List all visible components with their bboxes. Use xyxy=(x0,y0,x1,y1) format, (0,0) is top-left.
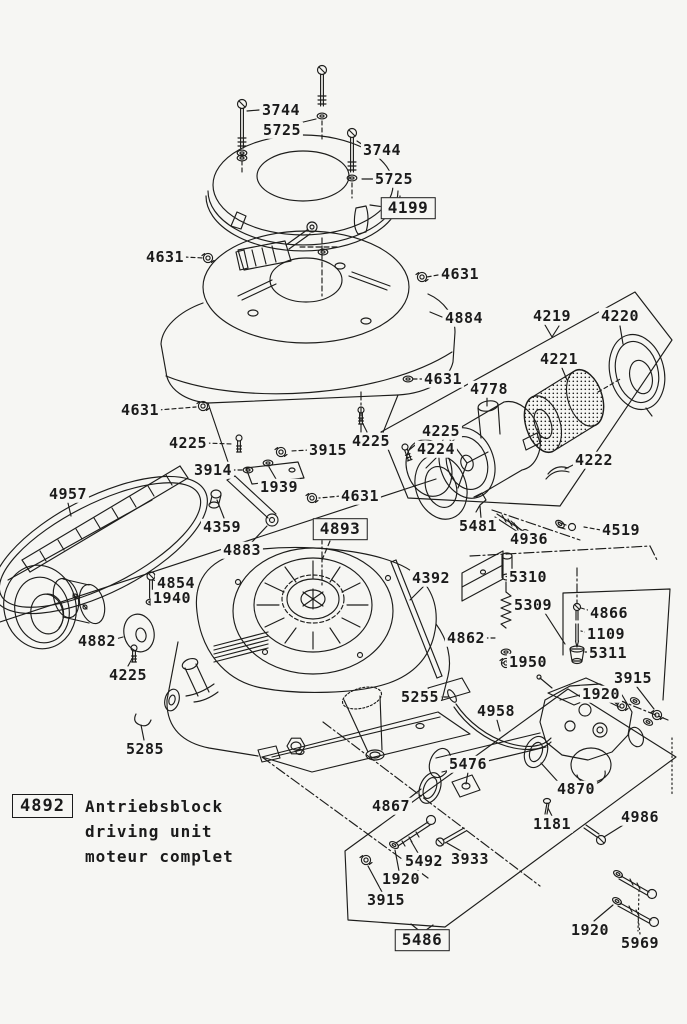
part-label-4222-19: 4222 xyxy=(572,450,616,469)
part-label-5285-46: 5285 xyxy=(123,739,167,758)
legend-line-english: driving unit xyxy=(84,822,213,841)
spark-plug-subgroup xyxy=(562,567,671,701)
part-label-5309-34: 5309 xyxy=(511,595,555,614)
housing-fasteners xyxy=(208,391,365,527)
part-label-4631-23: 4631 xyxy=(338,486,382,505)
part-label-4631-13: 4631 xyxy=(118,400,162,419)
part-label-4199-4: 4199 xyxy=(380,197,436,219)
part-label-4893-26: 4893 xyxy=(312,518,368,540)
part-label-1950-40: 1950 xyxy=(506,652,550,671)
part-label-4631-11: 4631 xyxy=(421,369,465,388)
air-cleaner-assembly xyxy=(380,291,673,563)
part-label-3933-52: 3933 xyxy=(448,849,492,868)
part-label-4884-7: 4884 xyxy=(442,308,486,327)
part-label-1939-21: 1939 xyxy=(257,477,301,496)
part-label-4866-35: 4866 xyxy=(587,603,631,622)
part-label-4867-49: 4867 xyxy=(369,796,413,815)
legend-descriptions: Antriebsblock driving unit moteur comple… xyxy=(85,794,234,869)
part-label-4631-5: 4631 xyxy=(143,247,187,266)
part-label-4936-28: 4936 xyxy=(507,529,551,548)
part-label-1109-36: 1109 xyxy=(584,624,628,643)
part-label-5969-58: 5969 xyxy=(618,933,662,952)
part-label-1920-54: 1920 xyxy=(379,869,423,888)
part-label-1920-56: 1920 xyxy=(568,920,612,939)
part-label-3915-42: 3915 xyxy=(611,668,655,687)
part-label-3915-18: 3915 xyxy=(306,440,350,459)
part-label-4631-6: 4631 xyxy=(438,264,482,283)
part-label-4882-38: 4882 xyxy=(75,631,119,650)
part-label-4225-41: 4225 xyxy=(106,665,150,684)
part-label-4986-50: 4986 xyxy=(618,807,662,826)
ignition-parts-group xyxy=(390,550,513,703)
part-label-5492-53: 5492 xyxy=(402,851,446,870)
part-label-4519-27: 4519 xyxy=(599,520,643,539)
part-label-4224-17: 4224 xyxy=(414,439,458,458)
part-label-4883-29: 4883 xyxy=(220,540,264,559)
part-label-4958-45: 4958 xyxy=(474,701,518,720)
part-label-1940-33: 1940 xyxy=(150,588,194,607)
part-label-1181-51: 1181 xyxy=(530,814,574,833)
part-label-3744-2: 3744 xyxy=(360,140,404,159)
part-label-5725-3: 5725 xyxy=(372,169,416,188)
blower-housing xyxy=(160,230,456,469)
part-label-5476-47: 5476 xyxy=(446,754,490,773)
part-label-1920-43: 1920 xyxy=(579,684,623,703)
part-label-3915-55: 3915 xyxy=(364,890,408,909)
carburetor-assembly xyxy=(261,674,677,934)
engine-block xyxy=(166,533,471,773)
starter-cover-assembly xyxy=(205,64,401,297)
legend-line-german: Antriebsblock xyxy=(84,797,224,816)
leader-lines xyxy=(67,109,655,935)
part-label-4225-15: 4225 xyxy=(349,431,393,450)
part-label-4225-14: 4225 xyxy=(419,421,463,440)
part-label-4778-12: 4778 xyxy=(467,379,511,398)
part-label-4219-8: 4219 xyxy=(530,306,574,325)
part-label-4957-22: 4957 xyxy=(46,484,90,503)
legend-part-number: 4892 xyxy=(12,794,73,818)
part-label-4870-48: 4870 xyxy=(554,779,598,798)
part-label-4220-9: 4220 xyxy=(598,306,642,325)
part-label-5486-57: 5486 xyxy=(394,929,450,951)
part-label-4221-10: 4221 xyxy=(537,349,581,368)
part-label-3914-20: 3914 xyxy=(191,460,235,479)
part-label-5255-44: 5255 xyxy=(398,687,442,706)
part-label-4862-37: 4862 xyxy=(444,628,488,647)
part-label-5311-39: 5311 xyxy=(586,643,630,662)
part-label-4392-31: 4392 xyxy=(409,568,453,587)
part-label-4225-16: 4225 xyxy=(166,433,210,452)
legend: 4892 Antriebsblock driving unit moteur c… xyxy=(12,794,234,869)
part-label-5310-30: 5310 xyxy=(506,567,550,586)
part-label-4854-32: 4854 xyxy=(154,573,198,592)
legend-line-french: moteur complet xyxy=(84,847,234,866)
part-label-5481-24: 5481 xyxy=(456,516,500,535)
part-label-4359-25: 4359 xyxy=(200,517,244,536)
part-label-3744-0: 3744 xyxy=(259,100,303,119)
part-label-5725-1: 5725 xyxy=(260,120,304,139)
